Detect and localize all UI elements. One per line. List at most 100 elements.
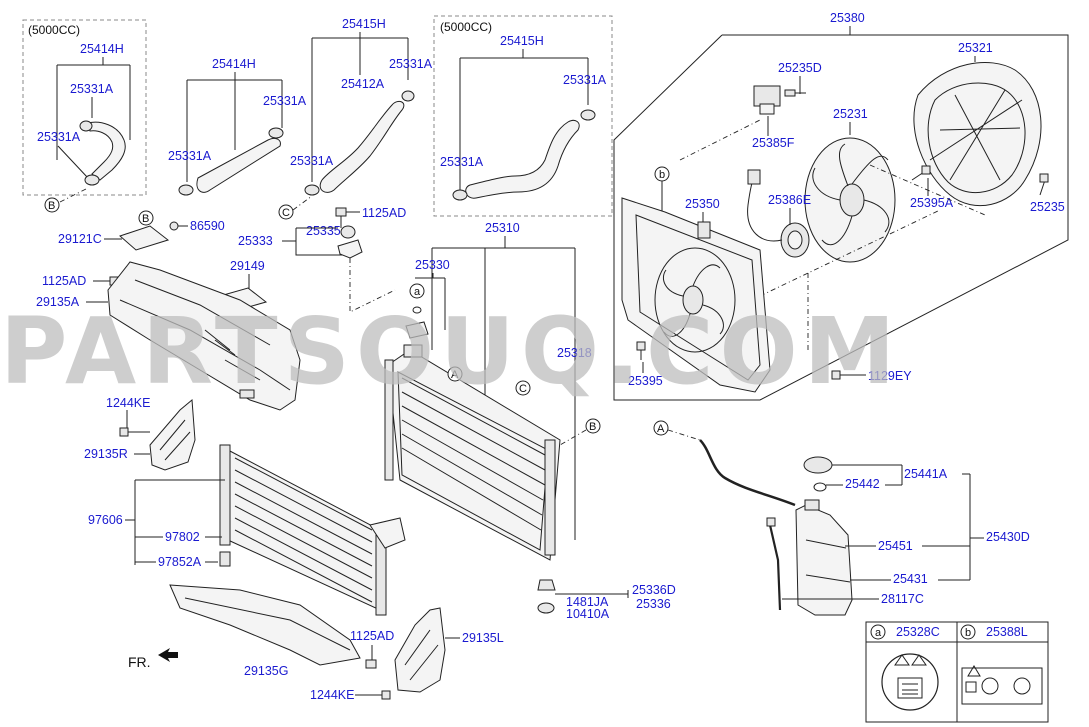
dryer-97852A <box>219 551 231 567</box>
fan-motor-25386E <box>747 169 810 258</box>
label-25350[interactable]: 25350 <box>685 197 720 211</box>
bracket-25333 <box>337 225 363 259</box>
label-25395A[interactable]: 25395A <box>910 196 954 210</box>
callout-A-hose[interactable] <box>653 420 669 436</box>
label-25330[interactable]: 25330 <box>415 258 450 272</box>
label-25235D[interactable]: 25235D <box>778 61 822 75</box>
reservoir-cap <box>803 456 833 492</box>
direction-label: FR. <box>128 654 151 670</box>
legend-a-key: a <box>875 627 882 639</box>
legend-a-part[interactable]: 25328C <box>896 625 940 639</box>
callout-C-top[interactable] <box>278 204 294 220</box>
bolt-25235D <box>784 89 806 97</box>
outline-25380 <box>613 26 1069 401</box>
variant-box-right-title: (5000CC) <box>440 20 492 34</box>
label-1125AD-left[interactable]: 1125AD <box>42 274 86 288</box>
label-29135A[interactable]: 29135A <box>36 295 80 309</box>
label-25442[interactable]: 25442 <box>845 477 880 491</box>
leader-25415H <box>311 32 409 182</box>
label-28117C[interactable]: 28117C <box>881 592 924 606</box>
label-29149[interactable]: 29149 <box>230 259 265 273</box>
label-25331A-box-2[interactable]: 25331A <box>37 130 81 144</box>
bracket-29135L <box>394 607 446 693</box>
fan-warning-icon <box>981 677 999 695</box>
label-25235[interactable]: 25235 <box>1030 200 1065 214</box>
callout-A-hose-text: A <box>657 423 665 435</box>
callout-B-plate-text: B <box>142 213 149 225</box>
label-25430D[interactable]: 25430D <box>986 530 1030 544</box>
label-1125AD-top[interactable]: 1125AD <box>362 206 406 220</box>
label-25331A-4[interactable]: 25331A <box>290 154 334 168</box>
label-25441A[interactable]: 25441A <box>904 467 948 481</box>
label-25385F[interactable]: 25385F <box>752 136 795 150</box>
label-25331A-box-1[interactable]: 25331A <box>70 82 114 96</box>
callout-C-top-text: C <box>282 207 290 219</box>
callout-A-rad-text: A <box>451 369 459 381</box>
label-1244KE-1[interactable]: 1244KE <box>106 396 150 410</box>
label-25414H[interactable]: 25414H <box>212 57 256 71</box>
label-25336D[interactable]: 25336D <box>632 583 676 597</box>
label-29121C[interactable]: 29121C <box>58 232 102 246</box>
label-25318[interactable]: 25318 <box>557 346 592 360</box>
leader-25333 <box>282 227 350 256</box>
label-25331A-box-4[interactable]: 25331A <box>440 155 484 169</box>
label-97802[interactable]: 97802 <box>165 530 200 544</box>
label-25335[interactable]: 25335 <box>306 224 341 238</box>
hand-warning-icon <box>1013 677 1031 695</box>
callout-A-rad[interactable] <box>447 366 463 382</box>
label-97606[interactable]: 97606 <box>88 513 123 527</box>
bolt-1125AD-bottom <box>365 659 377 669</box>
label-25386E[interactable]: 25386E <box>768 193 811 207</box>
label-29135R[interactable]: 29135R <box>84 447 128 461</box>
label-29135L[interactable]: 29135L <box>462 631 504 645</box>
label-25414H-box[interactable]: 25414H <box>80 42 124 56</box>
label-25331A-2[interactable]: 25331A <box>168 149 212 163</box>
callout-B-left[interactable] <box>44 197 60 213</box>
label-25412A[interactable]: 25412A <box>341 77 385 91</box>
label-25415H-box[interactable]: 25415H <box>500 34 544 48</box>
label-97852A[interactable]: 97852A <box>158 555 202 569</box>
label-25331A-3[interactable]: 25331A <box>389 57 433 71</box>
callout-B-rad[interactable] <box>585 418 601 434</box>
bolt-25235 <box>1039 173 1049 196</box>
label-25431[interactable]: 25431 <box>893 572 928 586</box>
legend-a-circle <box>870 624 886 640</box>
label-25231[interactable]: 25231 <box>833 107 868 121</box>
caution-label-a-icon <box>881 653 939 711</box>
callout-a-cap[interactable] <box>409 283 425 299</box>
label-25321[interactable]: 25321 <box>958 41 993 55</box>
callout-C-rad[interactable] <box>515 380 531 396</box>
label-1129EY[interactable]: 1129EY <box>868 369 912 383</box>
label-25310[interactable]: 25310 <box>485 221 520 235</box>
hose-25415H-variant <box>452 109 596 201</box>
fan-blade-25231 <box>804 137 896 263</box>
bracket-29135R <box>149 398 196 471</box>
bolt-1129EY <box>831 370 850 380</box>
label-25331A-box-3[interactable]: 25331A <box>563 73 607 87</box>
label-25451[interactable]: 25451 <box>878 539 913 553</box>
callout-a-cap-text: a <box>414 286 421 298</box>
label-86590[interactable]: 86590 <box>190 219 225 233</box>
label-1481JA[interactable]: 1481JA <box>566 595 609 609</box>
label-25336[interactable]: 25336 <box>636 597 671 611</box>
label-10410A[interactable]: 10410A <box>566 607 610 621</box>
callout-B-plate[interactable] <box>138 210 154 226</box>
leader-25441A <box>832 464 971 580</box>
label-25380[interactable]: 25380 <box>830 11 865 25</box>
bolt-25395A <box>911 165 931 181</box>
label-1125AD-bottom[interactable]: 1125AD <box>350 629 394 643</box>
resistor-25385F <box>753 85 781 115</box>
label-29135G[interactable]: 29135G <box>244 664 288 678</box>
label-25331A-1[interactable]: 25331A <box>263 94 307 108</box>
label-25333[interactable]: 25333 <box>238 234 273 248</box>
callout-B-left-text: B <box>48 200 55 212</box>
direction-arrow-icon <box>158 648 178 662</box>
legend-b-part[interactable]: 25388L <box>986 625 1028 639</box>
leader-25415H-box <box>459 49 589 190</box>
label-25415H[interactable]: 25415H <box>342 17 386 31</box>
dash-B-left <box>59 187 89 203</box>
radiator-25310 <box>384 344 561 561</box>
label-25395[interactable]: 25395 <box>628 374 663 388</box>
label-1244KE-2[interactable]: 1244KE <box>310 688 354 702</box>
